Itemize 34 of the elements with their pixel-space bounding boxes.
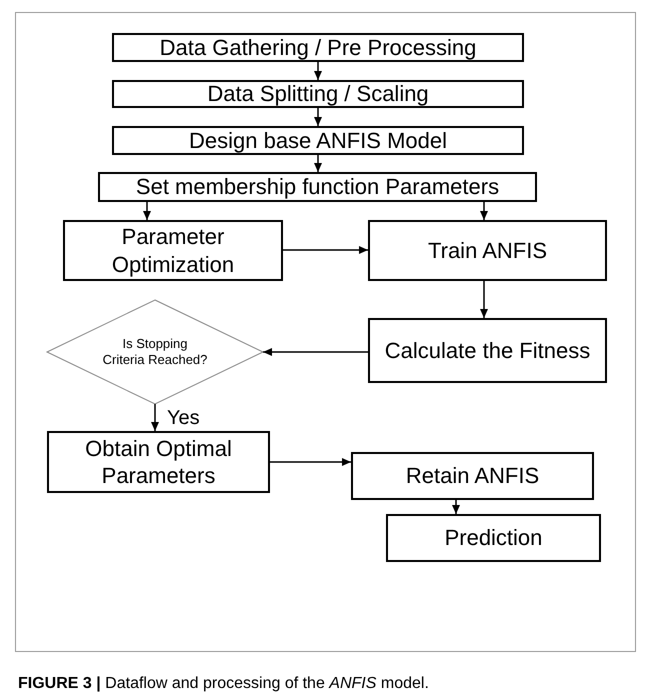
node-text: Calculate the Fitness	[384, 336, 590, 364]
node-text: Data Splitting / Scaling	[207, 80, 429, 108]
arrow	[314, 108, 322, 126]
arrow	[314, 155, 322, 172]
process-box	[98, 172, 537, 202]
process-box	[112, 80, 524, 108]
node-text: Data Gathering / Pre Processing	[160, 34, 476, 62]
node-text: Train ANFIS	[428, 236, 547, 264]
process-box	[368, 318, 607, 383]
node-text: Parameter Optimization	[110, 223, 236, 278]
arrow	[283, 246, 368, 254]
arrow	[480, 281, 488, 318]
node-text: Design base ANFIS Model	[188, 126, 448, 154]
process-box	[351, 452, 594, 500]
arrow	[143, 202, 151, 220]
process-box	[112, 33, 524, 62]
process-box	[47, 431, 270, 493]
node-text: Set membership function Parameters	[136, 173, 500, 201]
arrow	[151, 404, 159, 431]
node-text: Is Stopping Criteria Reached?	[102, 336, 208, 368]
process-box	[112, 126, 524, 155]
caption: FIGURE 3 | Dataflow and processing of the ANFIS model.	[18, 674, 429, 694]
arrow	[270, 458, 351, 466]
process-box	[63, 220, 283, 281]
node-text: Prediction	[444, 524, 542, 552]
arrow	[314, 62, 322, 80]
arrow	[263, 348, 368, 356]
node-text: Retain ANFIS	[406, 462, 540, 490]
process-box	[386, 514, 601, 562]
arrow	[452, 500, 460, 514]
decision-diamond	[46, 299, 264, 405]
process-box	[368, 220, 607, 281]
arrow	[480, 202, 488, 220]
node-text: Obtain Optimal Parameters	[84, 434, 233, 490]
